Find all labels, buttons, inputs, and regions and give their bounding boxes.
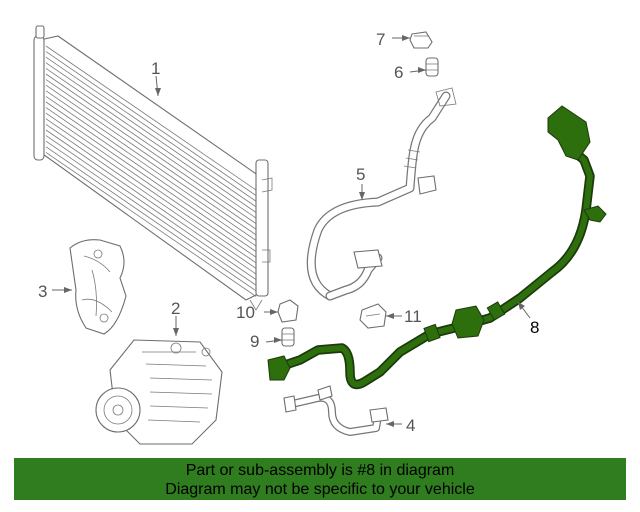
callout-1: 1 [151, 59, 160, 78]
leader-lines [52, 35, 531, 427]
valve-part-9[interactable] [281, 327, 295, 347]
banner-line-2: Diagram may not be specific to your vehi… [165, 481, 475, 498]
callout-9: 9 [250, 332, 259, 351]
ac-line-mid-clamp [423, 323, 441, 343]
condenser-fin [45, 79, 257, 224]
ac-line-clamp [486, 301, 506, 321]
condenser-fin [45, 62, 257, 208]
condenser-fin [45, 84, 257, 230]
callout-8: 8 [530, 318, 539, 337]
hose-part-5[interactable] [306, 87, 457, 301]
ac-line-upper-bracket [583, 205, 607, 223]
condenser-fin [45, 112, 257, 258]
valve-part-6[interactable] [425, 57, 439, 77]
condenser-fin [45, 68, 257, 213]
callout-7: 7 [376, 30, 385, 49]
condenser-fin [45, 146, 257, 292]
condenser-fin [45, 152, 257, 297]
condenser-fin [45, 73, 257, 219]
condenser-fin [45, 118, 257, 264]
condenser-fin [45, 56, 257, 202]
parts-diagram: 1 2 3 4 5 6 7 8 9 10 11 [33, 25, 607, 445]
ac-line-part-8[interactable] [267, 105, 607, 390]
ac-line-block-fitting [451, 305, 485, 339]
condenser-fin [45, 51, 257, 196]
part-info-banner: Part or sub-assembly is #8 in diagram Di… [14, 458, 626, 500]
condenser-fin [45, 107, 257, 252]
condenser-fin [45, 101, 257, 247]
hose-part-4[interactable] [283, 385, 389, 436]
cap-part-10[interactable] [277, 299, 299, 323]
callout-10: 10 [236, 303, 255, 322]
condenser-fin [45, 124, 257, 269]
callout-6: 6 [394, 63, 403, 82]
ac-line-fill [273, 147, 593, 388]
condenser-fin [45, 135, 257, 280]
compressor-part-2[interactable] [95, 339, 223, 445]
condenser-fin [45, 129, 257, 275]
cap-part-7[interactable] [409, 31, 433, 49]
condenser-fin [45, 45, 257, 191]
callout-11: 11 [404, 307, 422, 326]
callout-4: 4 [406, 416, 415, 435]
banner-line-1: Part or sub-assembly is #8 in diagram [185, 462, 455, 479]
bracket-part-3[interactable] [69, 239, 127, 335]
ac-line-upper-fitting [547, 105, 591, 161]
callout-3: 3 [38, 282, 47, 301]
ac-line-lower-fitting [267, 355, 291, 381]
condenser-fin [45, 96, 257, 241]
callout-5: 5 [356, 165, 365, 184]
condenser-fin [45, 90, 257, 236]
fitting-part-11[interactable] [359, 303, 387, 329]
callout-2: 2 [171, 299, 180, 318]
condenser-fin [45, 140, 257, 286]
condenser-part-1[interactable] [33, 25, 273, 311]
